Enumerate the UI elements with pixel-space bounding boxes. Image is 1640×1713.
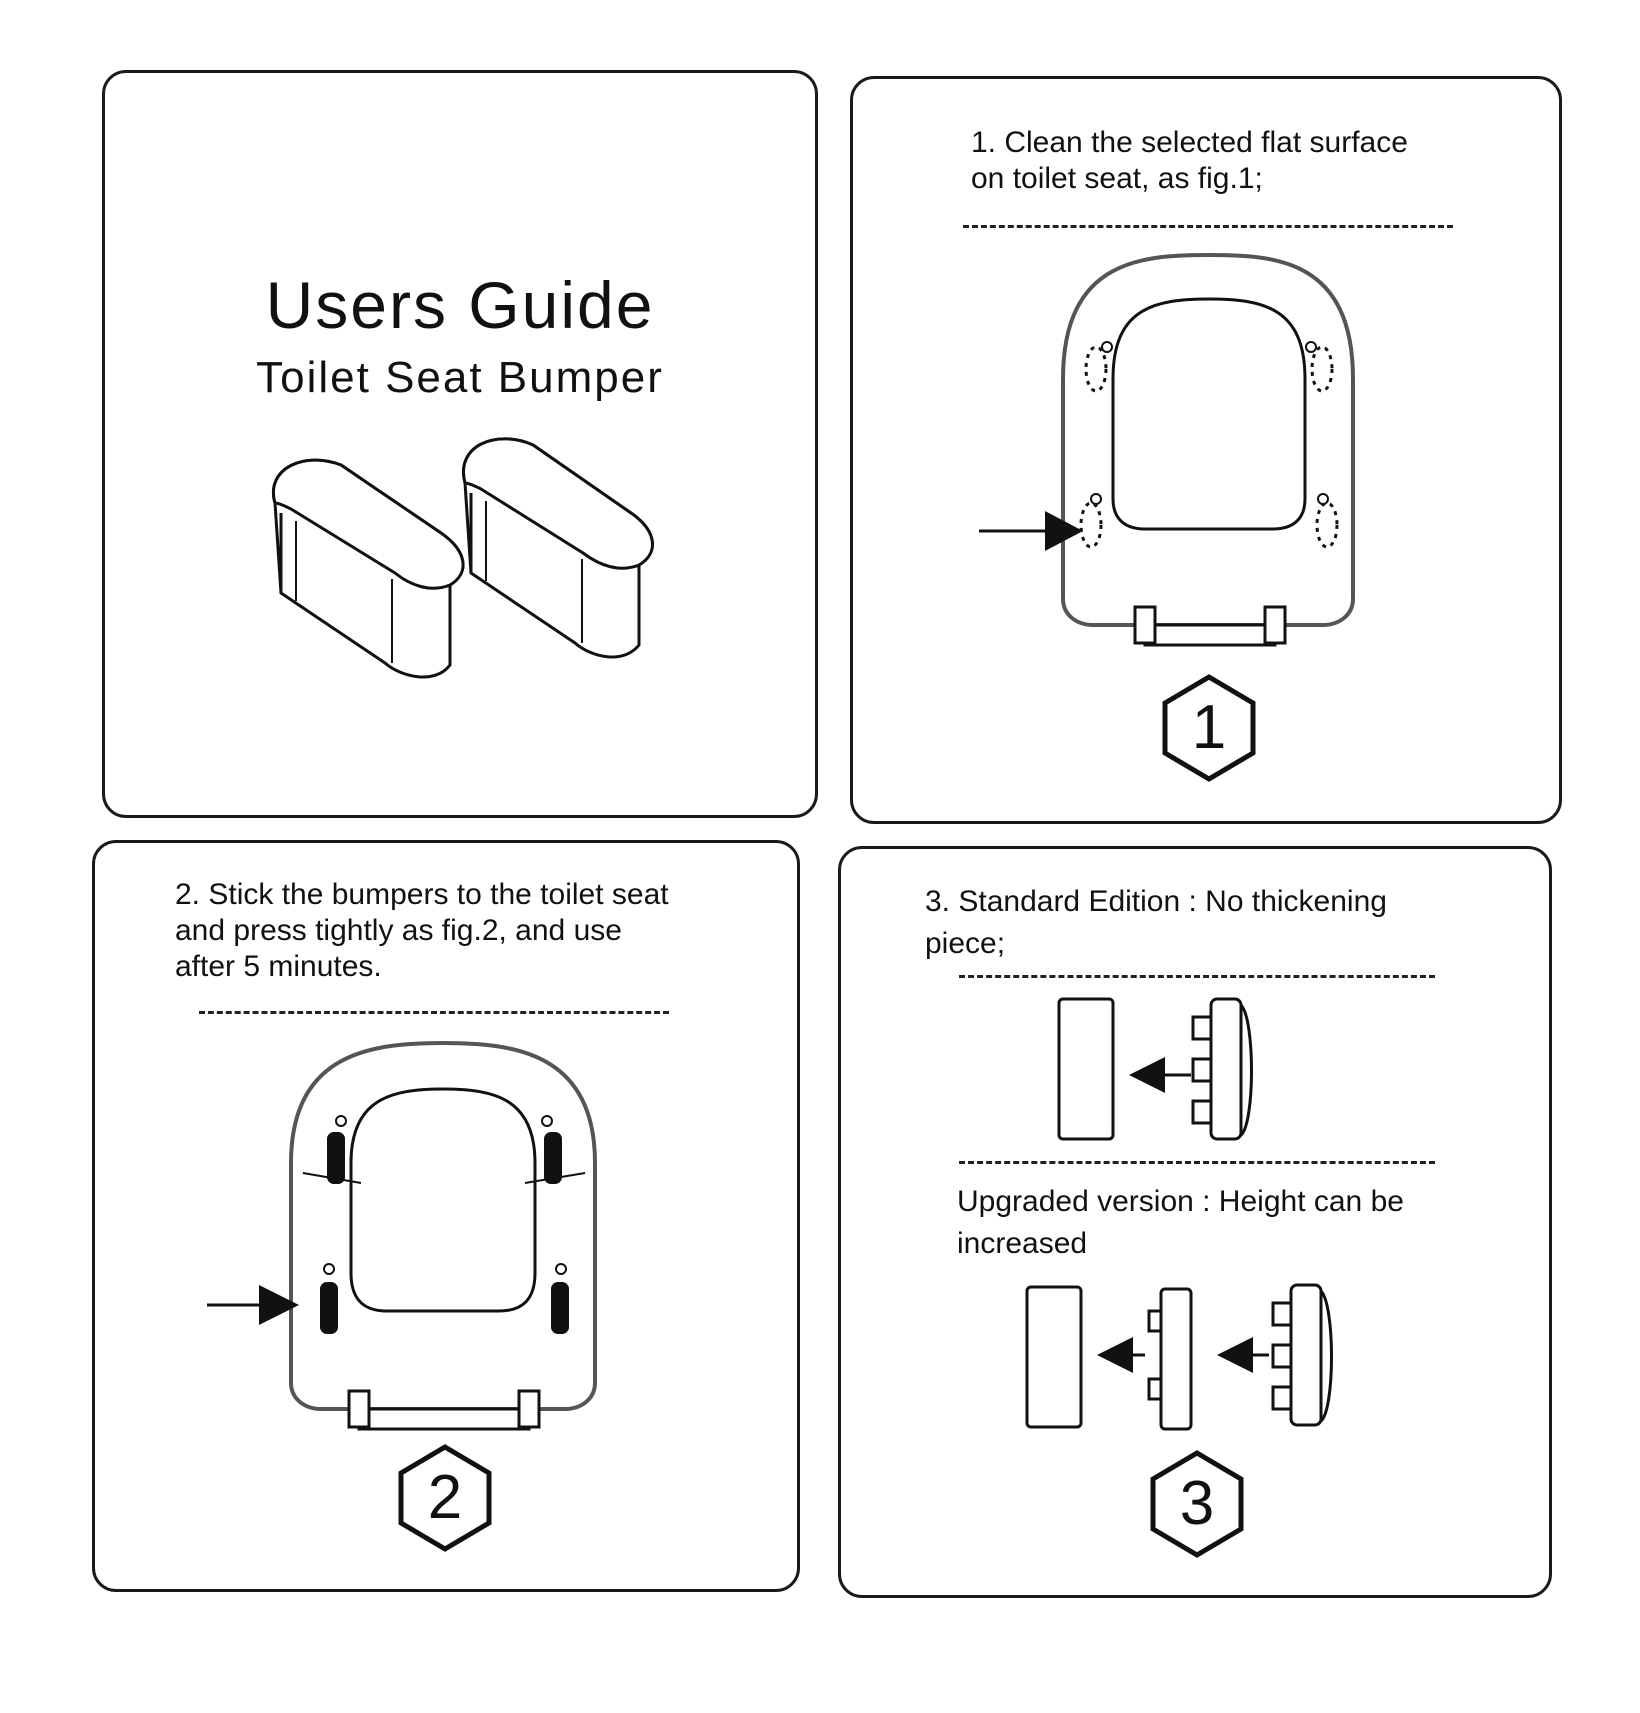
step1-badge-number: 1 xyxy=(1191,693,1227,762)
step3-panel: 3. Standard Edition : No thickening piec… xyxy=(838,846,1552,1598)
arrow-left-icon-upgraded-1 xyxy=(1097,1337,1145,1373)
hexagon-badge-2 xyxy=(398,1444,492,1552)
guide-subtitle: Toilet Seat Bumper xyxy=(256,353,664,402)
step1-panel: 1. Clean the selected flat surface on to… xyxy=(850,76,1562,824)
step3-badge-number: 3 xyxy=(1179,1469,1215,1538)
step3-standard-instruction: 3. Standard Edition : No thickening piec… xyxy=(925,885,1387,960)
cover-panel: Users Guide Toilet Seat Bumper xyxy=(102,70,818,818)
guide-title: Users Guide xyxy=(265,268,655,342)
step2-badge-number: 2 xyxy=(427,1463,463,1532)
step3-divider-top xyxy=(959,975,1435,978)
arrow-right-icon xyxy=(207,1285,299,1325)
hexagon-badge-1 xyxy=(1162,674,1256,782)
hexagon-badge-3 xyxy=(1150,1450,1244,1558)
arrow-left-icon-upgraded-2 xyxy=(1217,1337,1269,1373)
step2-divider xyxy=(199,1011,669,1014)
step2-instruction: 2. Stick the bumpers to the toilet seat … xyxy=(175,878,669,983)
arrow-left-icon-standard xyxy=(1129,1057,1191,1093)
step3-upgraded-instruction: Upgraded version : Height can be increas… xyxy=(957,1185,1404,1260)
bumper-icon-right xyxy=(462,437,654,659)
bumper-pair-illustration xyxy=(271,437,654,679)
step1-divider xyxy=(963,225,1453,228)
standard-edition-diagram xyxy=(1057,997,1253,1141)
step2-panel: 2. Stick the bumpers to the toilet seat … xyxy=(92,840,800,1592)
step3-divider-middle xyxy=(959,1161,1435,1164)
bumper-icon-left xyxy=(271,458,465,679)
arrow-right-icon xyxy=(979,511,1083,551)
toilet-seat-fig1 xyxy=(979,252,1355,782)
toilet-seat-fig2 xyxy=(207,1040,597,1552)
upgraded-version-diagram xyxy=(1025,1283,1333,1431)
step1-instruction: 1. Clean the selected flat surface on to… xyxy=(971,126,1408,195)
bumper-assembly-illustration xyxy=(1025,997,1333,1558)
